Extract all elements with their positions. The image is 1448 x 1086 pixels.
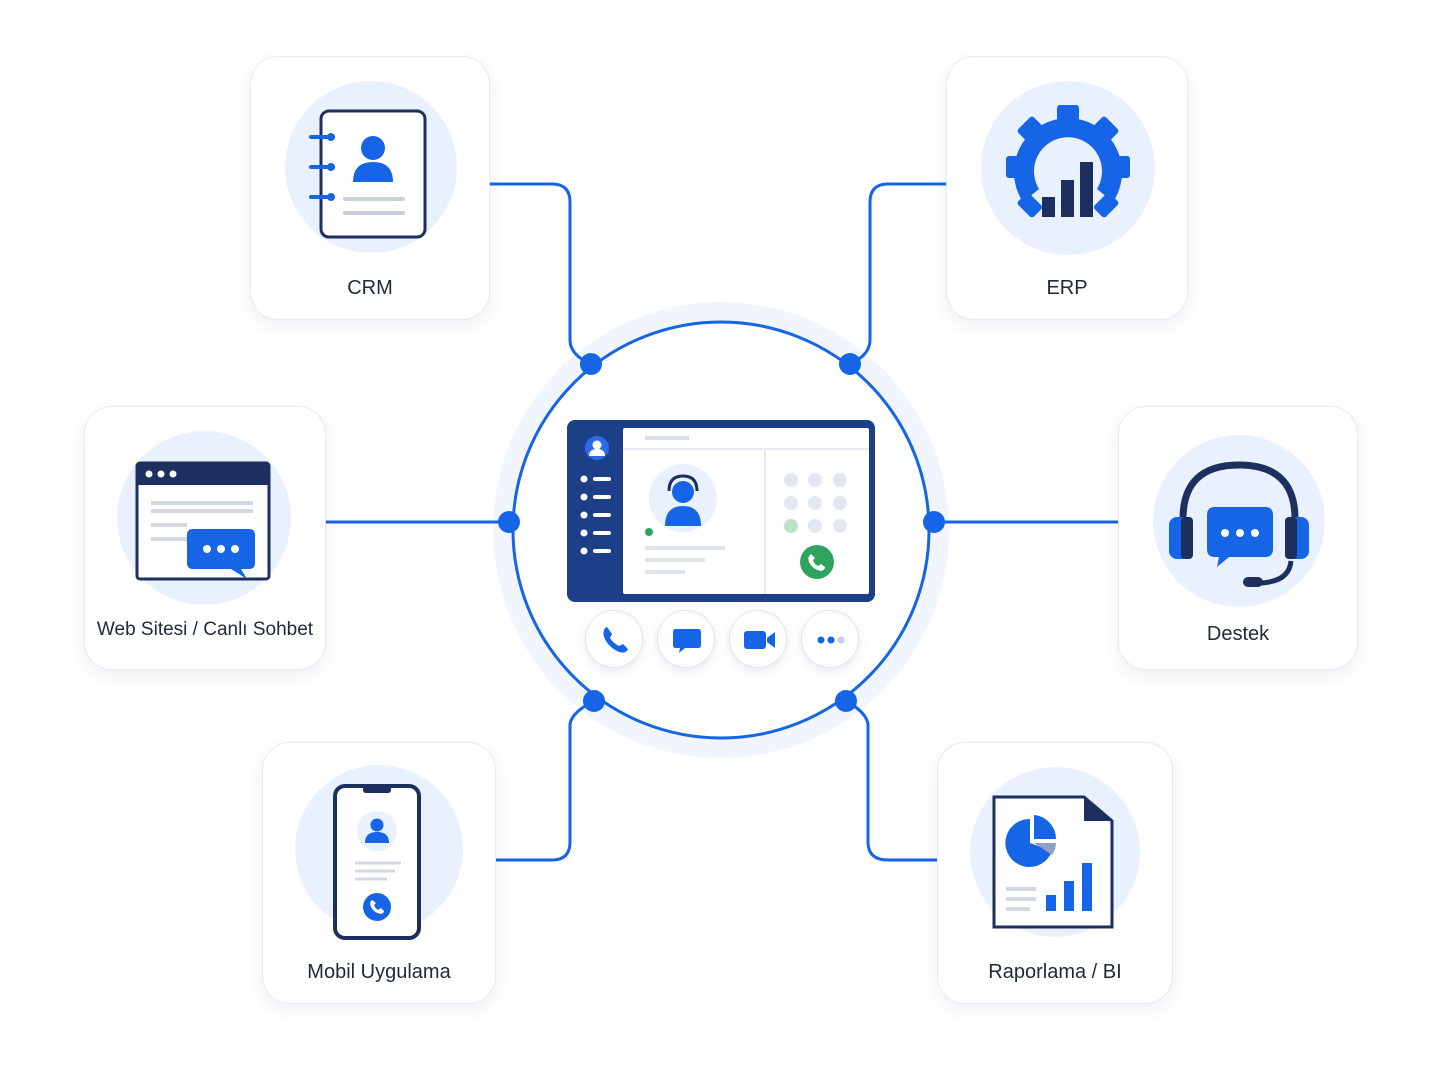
junction-dot-erp — [839, 353, 861, 375]
junction-dot-web — [498, 511, 520, 533]
browser-chat-icon — [135, 461, 271, 581]
node-label: CRM — [347, 277, 393, 299]
node-web-chat: Web Sitesi / Canlı Sohbet — [84, 406, 326, 670]
wire-crm — [490, 182, 592, 366]
node-label: Destek — [1206, 623, 1270, 645]
hub-video-button[interactable] — [729, 610, 787, 668]
node-destek: Destek — [1118, 406, 1358, 670]
hub-call-button[interactable] — [585, 610, 643, 668]
hub-more-button[interactable] — [801, 610, 859, 668]
chat-icon — [673, 629, 701, 653]
junction-dot-destek — [923, 511, 945, 533]
node-label: Mobil Uygulama — [307, 961, 451, 983]
node-mobil: Mobil Uygulama — [262, 742, 496, 1004]
wire-mobil — [496, 699, 595, 862]
wire-raporlama — [845, 699, 937, 862]
more-icon — [817, 636, 845, 644]
node-erp: ERP — [946, 56, 1188, 320]
contact-book-icon — [309, 109, 427, 239]
wire-erp — [849, 182, 946, 366]
contact-center-hub — [493, 302, 949, 758]
node-raporlama: Raporlama / BI — [937, 742, 1173, 1004]
junction-dot-raporlama — [835, 690, 857, 712]
mobile-app-icon — [333, 784, 421, 940]
node-crm: CRM — [250, 56, 490, 320]
phone-icon — [603, 627, 628, 653]
agent-desktop-screen — [567, 420, 875, 602]
hub-chat-button[interactable] — [657, 610, 715, 668]
node-label: Raporlama / BI — [988, 961, 1122, 983]
headset-support-icon — [1169, 461, 1309, 587]
junction-dot-mobil — [583, 690, 605, 712]
node-label: ERP — [1046, 277, 1088, 299]
video-icon — [744, 631, 775, 649]
junction-dot-crm — [580, 353, 602, 375]
gear-chart-icon — [1006, 105, 1130, 218]
node-label: Web Sitesi / Canlı Sohbet — [96, 619, 314, 640]
report-chart-icon — [992, 795, 1114, 929]
